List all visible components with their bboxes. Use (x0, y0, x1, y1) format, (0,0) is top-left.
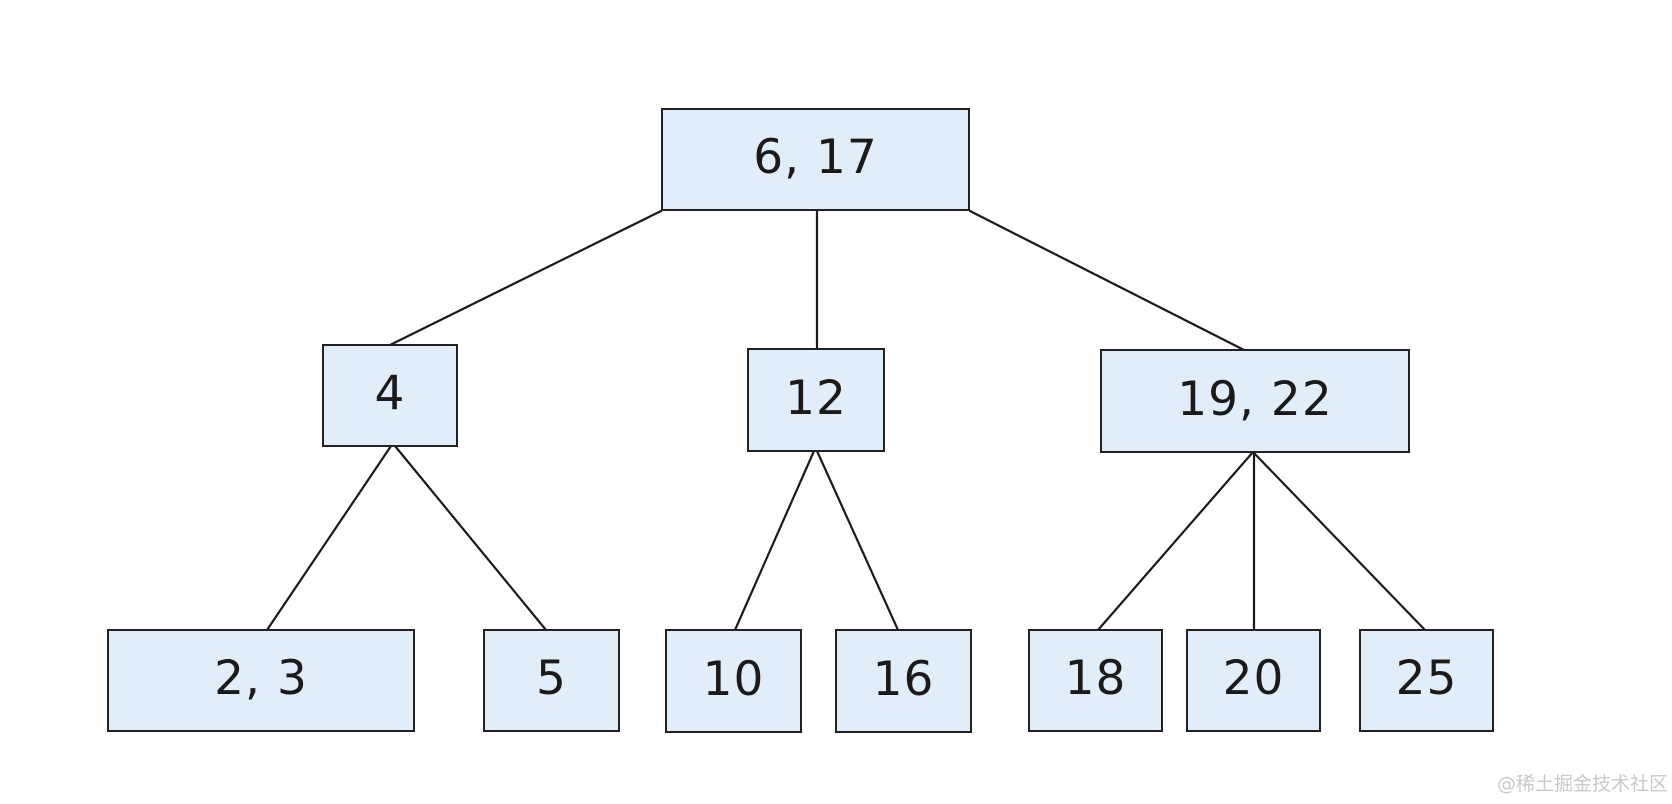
tree-node-n10: 10 (665, 629, 802, 733)
tree-node-n5: 5 (483, 629, 620, 732)
tree-node-label: 2, 3 (214, 651, 308, 706)
tree-node-label: 4 (374, 366, 406, 421)
tree-edge-root-n19-22 (968, 209, 1246, 352)
tree-edge-n12-n16 (815, 449, 900, 632)
tree-node-n18: 18 (1028, 629, 1163, 732)
tree-node-root: 6, 17 (661, 108, 970, 211)
tree-node-label: 18 (1064, 651, 1127, 706)
tree-node-n19-22: 19, 22 (1100, 349, 1410, 453)
tree-edge-n19-22-n25 (1251, 450, 1427, 632)
tree-node-label: 19, 22 (1177, 371, 1333, 427)
tree-node-n20: 20 (1186, 629, 1321, 732)
tree-node-label: 25 (1395, 651, 1458, 706)
tree-node-label: 16 (872, 651, 935, 707)
watermark-text: @稀土掘金技术社区 (1496, 773, 1668, 795)
tree-node-label: 20 (1222, 651, 1285, 706)
tree-edge-n12-n10 (733, 449, 816, 632)
tree-node-n25: 25 (1359, 629, 1494, 732)
tree-node-label: 6, 17 (753, 130, 878, 185)
tree-edge-root-n4 (388, 209, 663, 347)
tree-node-n16: 16 (835, 629, 972, 733)
tree-edge-n4-n2-3 (265, 444, 393, 632)
tree-edge-n19-22-n18 (1096, 450, 1255, 632)
tree-node-label: 12 (785, 370, 847, 426)
tree-node-n12: 12 (747, 348, 885, 452)
tree-node-n4: 4 (322, 344, 458, 447)
tree-edge-n4-n5 (393, 444, 548, 632)
tree-node-label: 5 (536, 651, 567, 706)
tree-node-label: 10 (702, 651, 765, 707)
tree-node-n2-3: 2, 3 (107, 629, 415, 732)
